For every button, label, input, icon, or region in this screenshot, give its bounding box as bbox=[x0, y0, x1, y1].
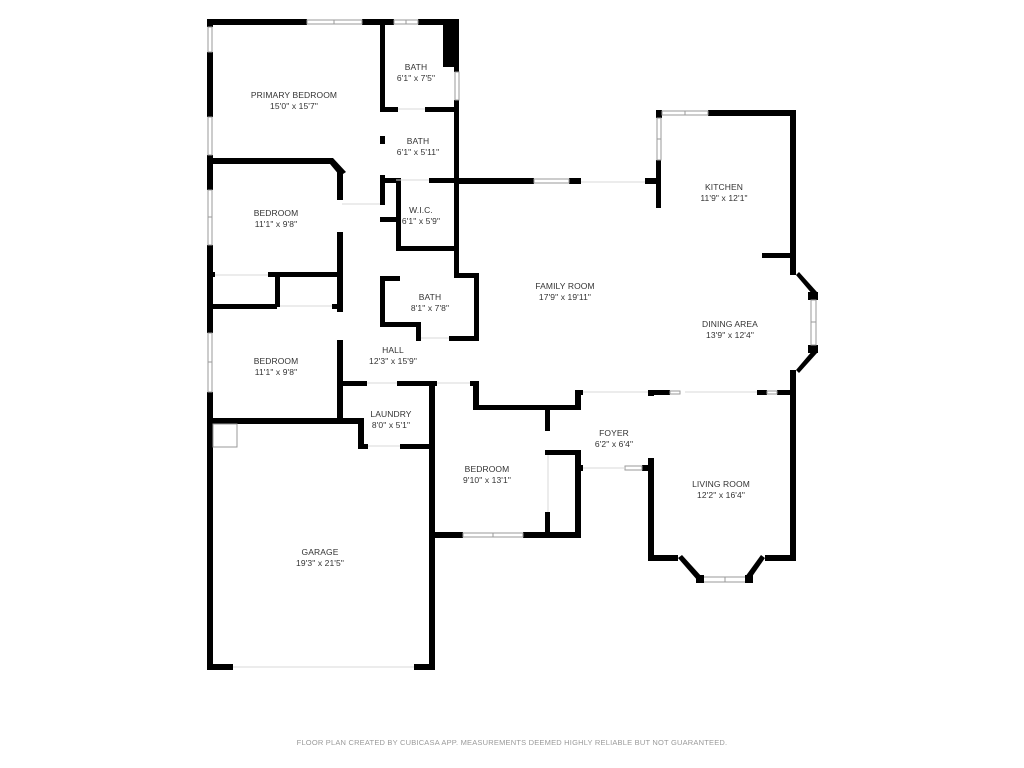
openings bbox=[215, 108, 757, 668]
interior-walls bbox=[207, 19, 581, 536]
room-size: 6'1" x 5'11" bbox=[396, 147, 440, 157]
room-label-foyer: FOYER 6'2" x 6'4" bbox=[595, 428, 633, 450]
room-label-kitchen: KITCHEN 11'9" x 12'1" bbox=[700, 182, 747, 204]
room-name: LIVING ROOM bbox=[692, 479, 750, 489]
room-size: 11'9" x 12'1" bbox=[700, 193, 748, 203]
room-label-hall: HALL 12'3" x 15'9" bbox=[369, 345, 417, 367]
room-label-family-room: FAMILY ROOM 17'9" x 19'11" bbox=[535, 281, 594, 303]
room-label-bath-3: BATH 8'1" x 7'8" bbox=[411, 292, 449, 314]
room-label-bedroom-3: BEDROOM 9'10" x 13'1" bbox=[463, 464, 511, 486]
room-size: 17'9" x 19'11" bbox=[538, 292, 592, 302]
room-name: BATH bbox=[418, 292, 442, 302]
room-size: 15'0" x 15'7" bbox=[270, 101, 318, 111]
room-name: BEDROOM bbox=[464, 464, 510, 474]
room-size: 8'0" x 5'1" bbox=[371, 420, 411, 430]
room-name: FOYER bbox=[599, 428, 629, 438]
windows bbox=[207, 19, 817, 583]
room-size: 12'3" x 15'9" bbox=[369, 356, 417, 366]
bay-corners bbox=[696, 575, 753, 583]
room-label-bedroom-2: BEDROOM 11'1" x 9'8" bbox=[254, 356, 299, 378]
room-label-bath-1: BATH 6'1" x 7'5" bbox=[397, 62, 435, 84]
room-name: KITCHEN bbox=[704, 182, 744, 192]
disclaimer-footer: FLOOR PLAN CREATED BY CUBICASA APP. MEAS… bbox=[296, 738, 728, 747]
room-label-living-room: LIVING ROOM 12'2" x 16'4" bbox=[692, 479, 750, 501]
room-name: LAUNDRY bbox=[370, 409, 412, 419]
room-size: 11'1" x 9'8" bbox=[254, 219, 298, 229]
room-name: HALL bbox=[382, 345, 404, 355]
room-name: BATH bbox=[406, 136, 430, 146]
room-size: 6'2" x 6'4" bbox=[594, 439, 634, 449]
room-name: FAMILY ROOM bbox=[535, 281, 595, 291]
room-size: 6'1" x 5'9" bbox=[401, 216, 441, 226]
room-label-garage: GARAGE 19'3" x 21'5" bbox=[296, 547, 344, 569]
room-size: 6'1" x 7'5" bbox=[396, 73, 436, 83]
room-label-dining-area: DINING AREA 13'9" x 12'4" bbox=[702, 319, 758, 341]
exterior-walls bbox=[207, 19, 818, 670]
room-label-primary-bedroom: PRIMARY BEDROOM 15'0" x 15'7" bbox=[251, 90, 337, 112]
room-name: W.I.C. bbox=[409, 205, 433, 215]
room-label-wic: W.I.C. 6'1" x 5'9" bbox=[402, 205, 440, 227]
room-name: PRIMARY BEDROOM bbox=[250, 90, 338, 100]
room-name: BEDROOM bbox=[253, 208, 299, 218]
room-size: 13'9" x 12'4" bbox=[706, 330, 754, 340]
room-name: BATH bbox=[404, 62, 428, 72]
room-name: BEDROOM bbox=[253, 356, 299, 366]
room-label-laundry: LAUNDRY 8'0" x 5'1" bbox=[370, 409, 411, 431]
room-size: 11'1" x 9'8" bbox=[254, 367, 298, 377]
room-name: DINING AREA bbox=[702, 319, 758, 329]
room-size: 9'10" x 13'1" bbox=[463, 475, 511, 485]
room-size: 19'3" x 21'5" bbox=[296, 558, 344, 568]
room-label-bedroom-1: BEDROOM 11'1" x 9'8" bbox=[254, 208, 299, 230]
room-size: 12'2" x 16'4" bbox=[697, 490, 745, 500]
room-size: 8'1" x 7'8" bbox=[410, 303, 450, 313]
room-label-bath-2: BATH 6'1" x 5'11" bbox=[397, 136, 439, 158]
room-name: GARAGE bbox=[301, 547, 339, 557]
